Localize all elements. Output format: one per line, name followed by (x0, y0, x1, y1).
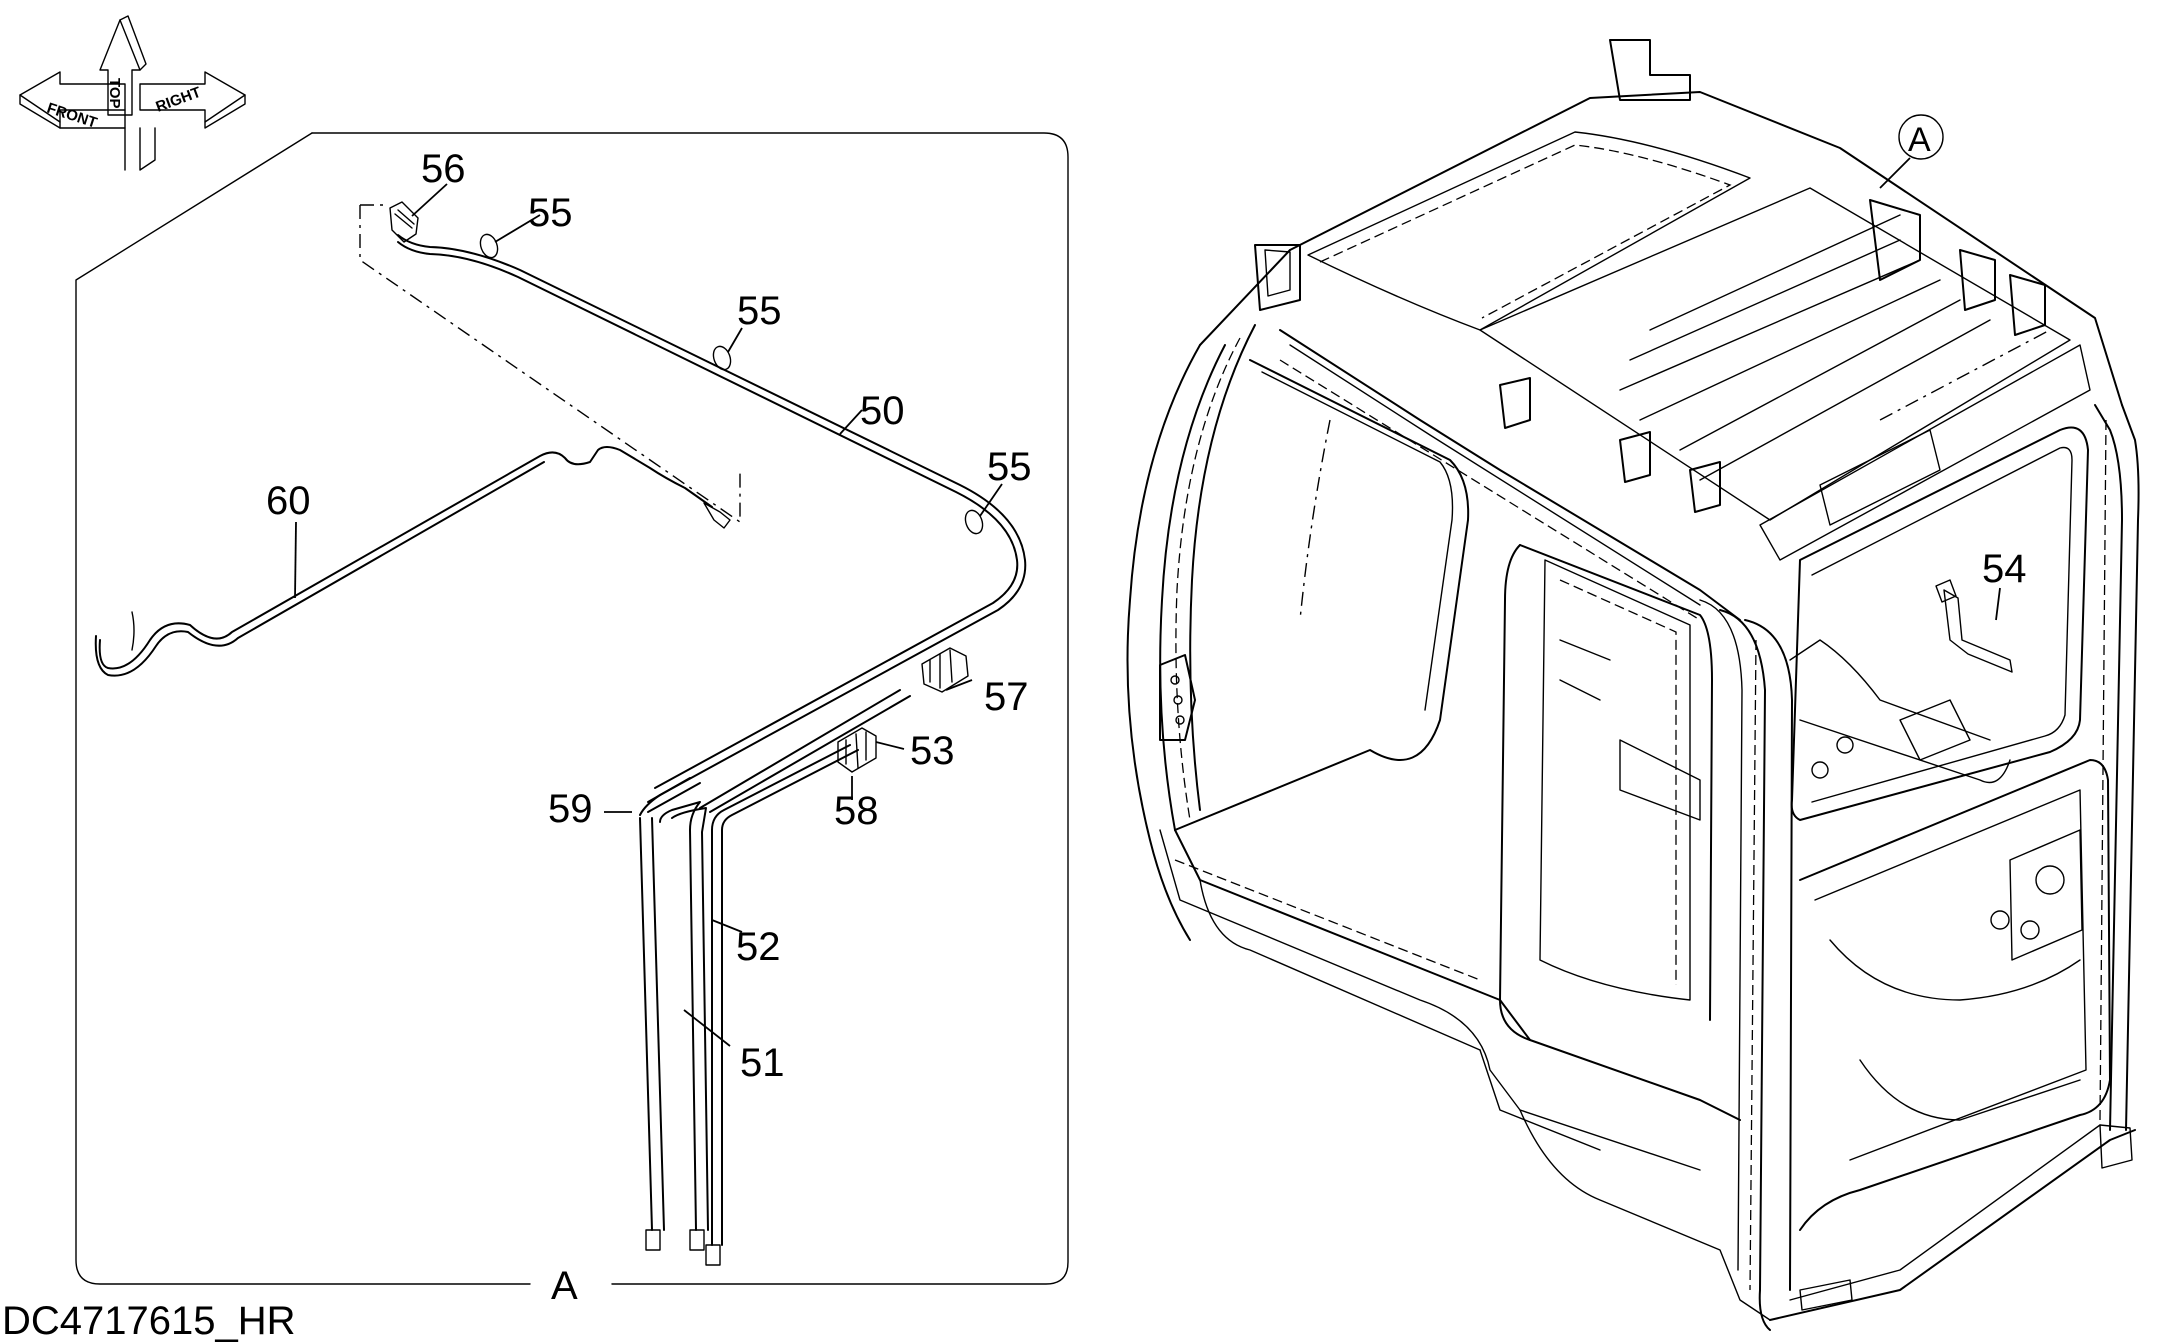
grommet-55-a (479, 233, 499, 259)
drawing-code: DC4717615_HR (2, 1299, 296, 1343)
callout-52: 52 (736, 925, 781, 969)
connector-57 (921, 647, 969, 693)
callout-59: 59 (548, 787, 593, 831)
view-callout-a-label: A (1908, 121, 1931, 159)
detail-view-label: A (551, 1264, 578, 1308)
detail-frame (75, 132, 1069, 1285)
grommet-55-b (712, 345, 732, 371)
callout-56: 56 (421, 147, 466, 191)
callout-60: 60 (266, 479, 311, 523)
callout-53: 53 (910, 729, 955, 773)
callout-58: 58 (834, 789, 879, 833)
leader-54 (1995, 587, 2001, 621)
callout-55-b: 55 (737, 289, 782, 333)
grommet-55-c (964, 509, 984, 535)
callout-57: 57 (984, 675, 1029, 719)
leader-lines (294, 183, 1003, 1047)
callout-54: 54 (1982, 547, 2027, 591)
cab-illustration (1126, 39, 2140, 1331)
view-callout-a: A (1879, 114, 1944, 189)
callout-55-a: 55 (528, 191, 573, 235)
orientation-top-label: TOP (106, 78, 123, 109)
orientation-front-label: FRONT (45, 100, 99, 132)
harness-60 (94, 446, 731, 677)
callout-55-c: 55 (987, 445, 1032, 489)
orientation-right-label: RIGHT (154, 84, 204, 116)
phantom-outline (359, 204, 741, 524)
harness-50 (397, 234, 1027, 816)
connector-56 (389, 201, 419, 243)
harness-51-52-59 (639, 689, 911, 1266)
callout-51: 51 (740, 1041, 785, 1085)
orientation-icon: FRONT TOP RIGHT (19, 15, 246, 171)
callout-50: 50 (860, 389, 905, 433)
